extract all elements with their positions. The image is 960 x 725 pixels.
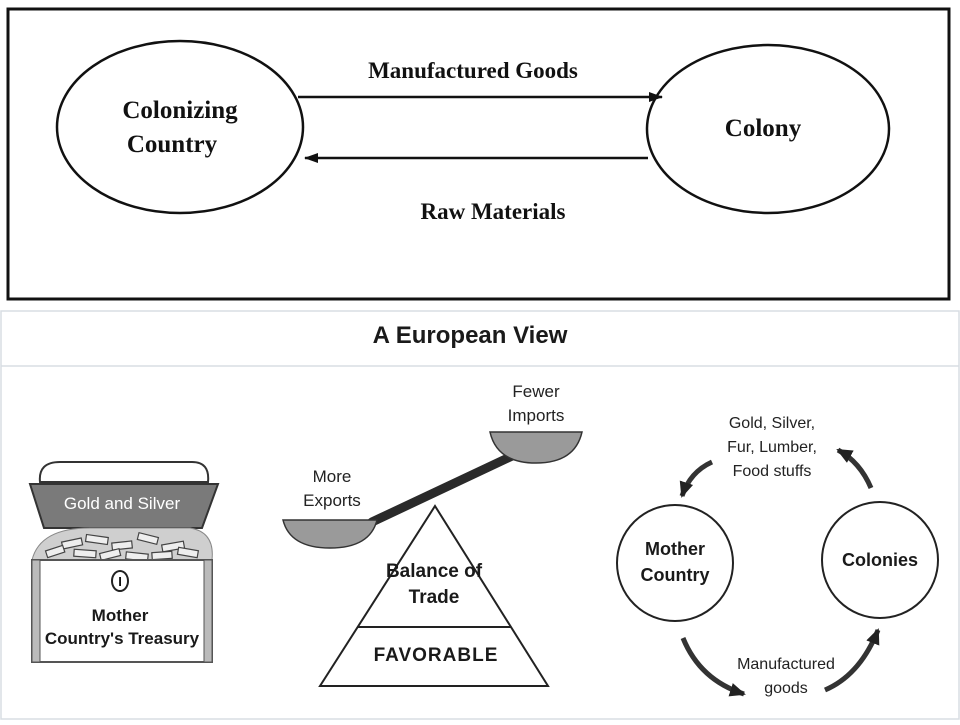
mother-to-manufactured-arrow: [680, 637, 746, 697]
exports-pan: [282, 519, 378, 549]
gold-bars: [44, 531, 200, 562]
colonizing-country-node: [55, 39, 305, 215]
gold-silver-label: Gold, Silver,: [729, 415, 815, 432]
more-label: More: [313, 467, 352, 486]
trade-cycle: Mother Country Colonies Gold, Silver, Fu…: [616, 415, 939, 697]
colonies-to-exports-arrow: [836, 447, 874, 490]
imports-pan: [489, 431, 583, 464]
manufactured-label: Manufactured: [737, 656, 835, 673]
fur-lumber-label: Fur, Lumber,: [727, 439, 817, 456]
treasury-label-2: Country's Treasury: [45, 629, 200, 648]
lock-icon: [111, 570, 129, 592]
european-view-svg: A European View Gold and Silver: [0, 310, 960, 720]
treasury-chest: Gold and Silver I Mother Country's: [28, 461, 220, 663]
colonies-label: Colonies: [842, 550, 918, 570]
manufactured-to-colonies-arrow: [823, 628, 881, 693]
gold-and-silver-label: Gold and Silver: [64, 494, 181, 513]
colony-node: [645, 43, 891, 215]
chest-lid: [28, 483, 220, 529]
colony-label: Colony: [725, 115, 802, 142]
colonizing-country-label-2: Country: [127, 131, 218, 158]
colonial-trade-diagram: Colonizing Country Colony Manufactured G…: [0, 0, 960, 305]
trade-label: Trade: [409, 587, 460, 608]
raw-materials-label: Raw Materials: [421, 199, 566, 224]
chest-lid-top: [38, 461, 210, 483]
fulcrum-triangle: [318, 504, 550, 687]
imports-label: Imports: [508, 406, 565, 425]
exports-label: Exports: [303, 491, 361, 510]
chest-right-band: [203, 559, 213, 663]
goods-to-mother-arrow: [679, 459, 714, 498]
balance-scale: More Exports Fewer Imports Balance of Tr…: [282, 382, 583, 687]
balance-of-label: Balance of: [386, 561, 483, 582]
scale-beam: [367, 451, 517, 527]
goods-label: goods: [764, 680, 808, 697]
colonial-trade-svg: Colonizing Country Colony Manufactured G…: [6, 7, 951, 301]
food-stuffs-label: Food stuffs: [733, 463, 812, 480]
european-view-diagram: A European View Gold and Silver: [0, 305, 960, 720]
mother-country-label-1: Mother: [645, 539, 705, 559]
fewer-label: Fewer: [512, 382, 560, 401]
colonies-node: [821, 501, 939, 619]
mother-country-node: [616, 504, 734, 622]
chest-left-band: [31, 559, 41, 663]
lock-symbol: I: [118, 574, 122, 589]
favorable-label: FAVORABLE: [374, 645, 499, 666]
colonizing-country-label-1: Colonizing: [122, 97, 238, 124]
manufactured-goods-label: Manufactured Goods: [368, 58, 578, 83]
mother-country-label-2: Country: [641, 565, 710, 585]
treasury-label-1: Mother: [92, 606, 149, 625]
european-view-title: A European View: [373, 322, 568, 349]
